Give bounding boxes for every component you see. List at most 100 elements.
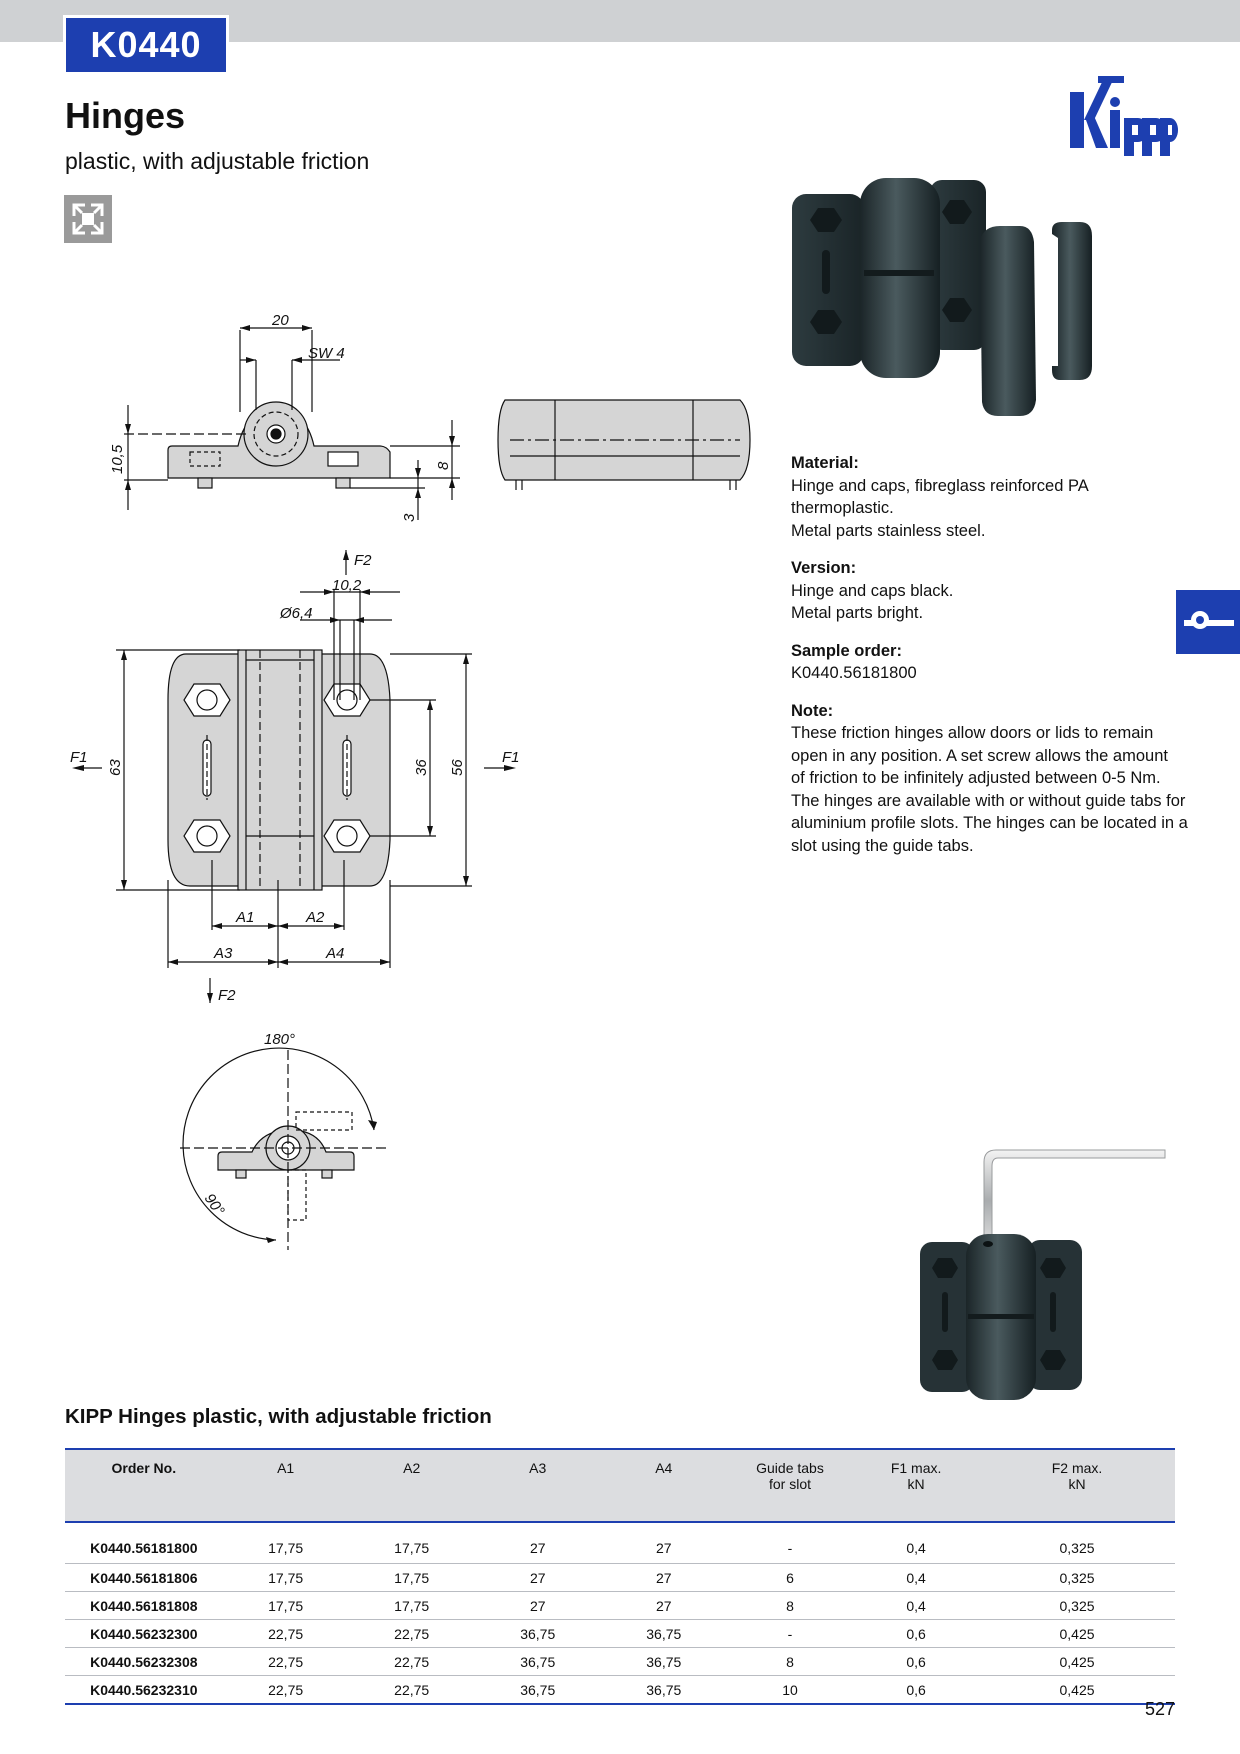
dim-a4: A4 <box>325 945 344 962</box>
cell-order-no: K0440.56181806 <box>65 1563 223 1592</box>
table-row: K0440.56181808 17,75 17,75 27 27 8 0,4 0… <box>65 1591 1175 1620</box>
table-row: K0440.56232300 22,75 22,75 36,75 36,75 -… <box>65 1619 1175 1648</box>
table-title: KIPP Hinges plastic, with adjustable fri… <box>65 1405 492 1428</box>
cell-guide-tabs: 8 <box>726 1591 854 1620</box>
side-view-drawing <box>124 327 460 520</box>
cell-guide-tabs: 8 <box>726 1647 854 1676</box>
cell-f2-max: 0,425 <box>979 1647 1175 1676</box>
spec-label: Version: <box>791 559 857 577</box>
dim-36: 36 <box>413 759 430 776</box>
product-photo-hinge-with-caps <box>780 170 1140 430</box>
profile-slot-icon <box>64 195 112 243</box>
cell-a3: 36,75 <box>474 1647 601 1676</box>
angle-180: 180° <box>264 1031 295 1048</box>
cell-order-no: K0440.56232308 <box>65 1647 223 1676</box>
page-number: 527 <box>1145 1699 1176 1719</box>
col-header-a3: A3 <box>474 1448 601 1523</box>
col-header-a4: A4 <box>600 1448 727 1523</box>
cell-a4: 36,75 <box>600 1647 727 1676</box>
plan-view-drawing <box>82 550 504 1003</box>
cell-f1-max: 0,6 <box>853 1675 980 1705</box>
force-f2-top: F2 <box>354 552 372 569</box>
cell-order-no: K0440.56232310 <box>65 1675 223 1705</box>
front-view-drawing <box>497 399 751 490</box>
dim-a2: A2 <box>305 909 325 926</box>
table-row: K0440.56181806 17,75 17,75 27 27 6 0,4 0… <box>65 1563 1175 1592</box>
cell-a2: 17,75 <box>348 1563 475 1592</box>
page-title: Hinges <box>65 95 186 136</box>
cell-order-no: K0440.56181800 <box>65 1522 223 1564</box>
dim-63: 63 <box>107 759 124 776</box>
product-photo-hinge-with-hex-key <box>900 1140 1170 1410</box>
cell-order-no: K0440.56232300 <box>65 1619 223 1648</box>
cell-a2: 22,75 <box>348 1619 475 1648</box>
cell-f2-max: 0,425 <box>979 1675 1175 1705</box>
spec-label: Note: <box>791 701 834 720</box>
col-header-a2: A2 <box>348 1448 475 1523</box>
dim-3: 3 <box>401 513 418 522</box>
spec-sample-order: Sample order: K0440.56181800 <box>791 640 1191 685</box>
spec-label: Material: <box>791 454 859 472</box>
kipp-logo <box>1068 74 1180 158</box>
cell-f2-max: 0,325 <box>979 1591 1175 1620</box>
cell-a2: 22,75 <box>348 1675 475 1705</box>
cell-guide-tabs: - <box>726 1619 854 1648</box>
spec-text: K0440.56181800 <box>791 664 917 682</box>
cell-a4: 27 <box>600 1522 727 1564</box>
cell-a3: 36,75 <box>474 1619 601 1648</box>
cell-a2: 17,75 <box>348 1522 475 1564</box>
cell-a4: 27 <box>600 1591 727 1620</box>
cell-f1-max: 0,6 <box>853 1619 980 1648</box>
col-header-order-no: Order No. <box>65 1448 223 1523</box>
dim-10-2: 10,2 <box>332 577 362 594</box>
cell-a4: 36,75 <box>600 1619 727 1648</box>
cell-a3: 36,75 <box>474 1675 601 1705</box>
table-row: K0440.56232310 22,75 22,75 36,75 36,75 1… <box>65 1675 1175 1705</box>
technical-drawings: 20 SW 4 10,5 8 3 F2 10,2 Ø6,4 F1 63 36 5… <box>60 290 780 1250</box>
col-header-f1-max: F1 max.kN <box>853 1448 980 1523</box>
cell-f1-max: 0,4 <box>853 1563 980 1592</box>
dim-a1: A1 <box>235 909 254 926</box>
cell-a1: 22,75 <box>222 1647 349 1676</box>
dim-56: 56 <box>449 759 466 776</box>
cell-a1: 17,75 <box>222 1563 349 1592</box>
cell-f1-max: 0,4 <box>853 1522 980 1564</box>
spec-text: Hinge and caps black. Metal parts bright… <box>791 581 954 623</box>
cell-f1-max: 0,4 <box>853 1591 980 1620</box>
cell-a4: 36,75 <box>600 1675 727 1705</box>
cell-a1: 22,75 <box>222 1619 349 1648</box>
page-subtitle: plastic, with adjustable friction <box>65 148 370 174</box>
spec-version: Version: Hinge and caps black. Metal par… <box>791 557 1191 625</box>
cell-guide-tabs: 6 <box>726 1563 854 1592</box>
spec-note: Note: These friction hinges allow doors … <box>791 700 1191 858</box>
dim-sw4: SW 4 <box>308 345 345 362</box>
dim-diameter-6-4: Ø6,4 <box>279 605 313 622</box>
cell-a1: 17,75 <box>222 1522 349 1564</box>
angle-90: 90° <box>201 1191 228 1219</box>
cell-f1-max: 0,6 <box>853 1647 980 1676</box>
hinge-icon <box>1184 611 1234 629</box>
cell-guide-tabs: - <box>726 1522 854 1564</box>
cell-a4: 27 <box>600 1563 727 1592</box>
cell-a1: 17,75 <box>222 1591 349 1620</box>
specifications: Material: Hinge and caps, fibreglass rei… <box>791 452 1191 872</box>
spec-text: Hinge and caps, fibreglass reinforced PA… <box>791 476 1088 540</box>
cell-a3: 27 <box>474 1563 601 1592</box>
force-f1-right: F1 <box>502 749 520 766</box>
spec-text: These friction hinges allow doors or lid… <box>791 724 1188 855</box>
cell-order-no: K0440.56181808 <box>65 1591 223 1620</box>
hinge-icon-tab[interactable] <box>1176 590 1240 654</box>
cell-a3: 27 <box>474 1591 601 1620</box>
rotation-view-drawing <box>180 1047 390 1250</box>
table-row: K0440.56181800 17,75 17,75 27 27 - 0,4 0… <box>65 1522 1175 1564</box>
cell-a2: 17,75 <box>348 1591 475 1620</box>
force-f1-left: F1 <box>70 749 88 766</box>
cell-guide-tabs: 10 <box>726 1675 854 1705</box>
cell-a3: 27 <box>474 1522 601 1564</box>
force-f2-bottom: F2 <box>218 987 236 1004</box>
col-header-f2-max: F2 max.kN <box>979 1448 1175 1523</box>
spec-label: Sample order: <box>791 641 902 660</box>
